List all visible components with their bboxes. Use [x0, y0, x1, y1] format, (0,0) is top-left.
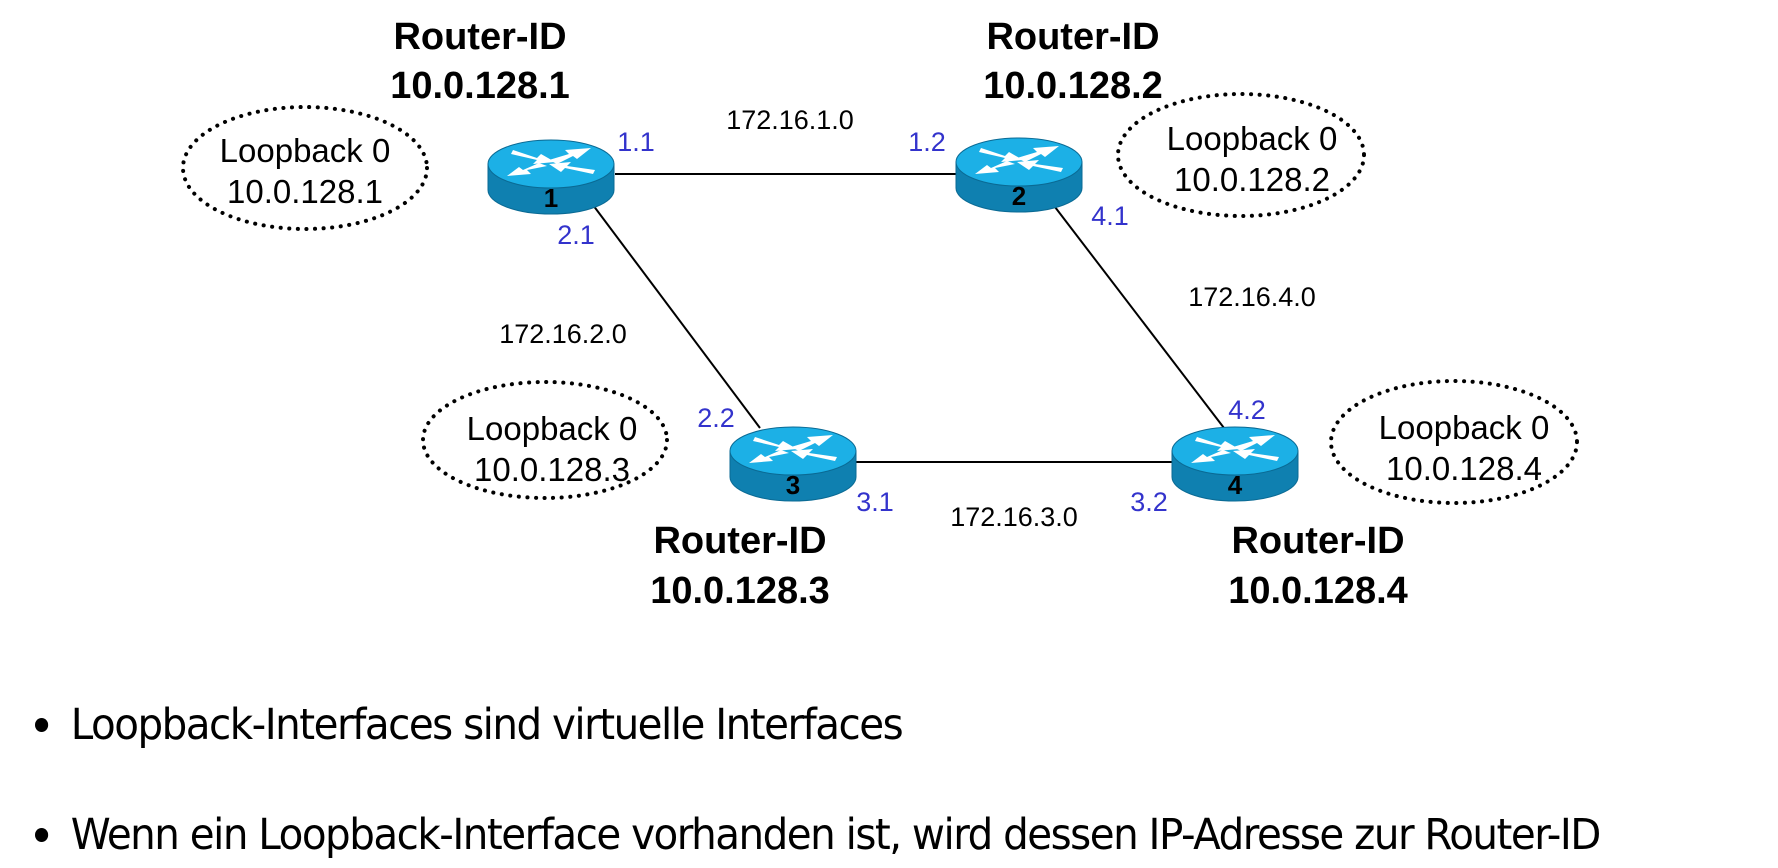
- router-number: 4: [1228, 470, 1243, 500]
- link-1-3: [592, 204, 761, 429]
- router-number: 2: [1012, 181, 1026, 211]
- interface-label-4-1: 4.1: [1091, 201, 1129, 231]
- interface-label-2-2: 2.2: [697, 403, 735, 433]
- interface-label-3-1: 3.1: [856, 487, 894, 517]
- router-number: 3: [786, 470, 800, 500]
- interface-label-3-2: 3.2: [1130, 487, 1168, 517]
- network-label-4: 172.16.4.0: [1188, 282, 1316, 312]
- router-2[interactable]: 2: [955, 137, 1083, 213]
- router-id-label-4: Router-ID: [1231, 520, 1404, 562]
- bullet-icon: [35, 827, 49, 842]
- bullet-icon: [35, 717, 49, 732]
- bullet-item: Loopback-Interfaces sind virtuelle Inter…: [35, 700, 904, 750]
- loopback-name-3: Loopback 0: [467, 410, 638, 447]
- loopback-ip-2: 10.0.128.2: [1174, 161, 1330, 198]
- loopback-name-1: Loopback 0: [220, 132, 391, 169]
- network-label-1: 172.16.1.0: [726, 105, 854, 135]
- network-label-2: 172.16.2.0: [499, 319, 627, 349]
- router-id-value-3: 10.0.128.3: [650, 570, 830, 612]
- network-diagram: 1 2 3 4 Router-ID 10.0.128.1 Router-ID 1…: [181, 16, 1579, 612]
- interface-label-2-1: 2.1: [557, 220, 595, 250]
- loopback-bubble-3: [421, 380, 669, 500]
- network-label-3: 172.16.3.0: [950, 502, 1078, 532]
- router-id-label-3: Router-ID: [653, 520, 826, 562]
- router-4[interactable]: 4: [1171, 426, 1299, 502]
- loopback-name-4: Loopback 0: [1379, 409, 1550, 446]
- loopback-bubble-4: [1329, 379, 1579, 505]
- router-id-label-2: Router-ID: [986, 16, 1159, 58]
- bullet-text: Wenn ein Loopback-Interface vorhanden is…: [70, 810, 1602, 860]
- loopback-bubble-2: [1116, 92, 1366, 218]
- interface-label-1-2: 1.2: [908, 127, 946, 157]
- router-id-label-1: Router-ID: [393, 16, 566, 58]
- loopback-ip-4: 10.0.128.4: [1386, 450, 1542, 487]
- loopback-name-2: Loopback 0: [1167, 120, 1338, 157]
- router-number: 1: [544, 183, 558, 213]
- router-id-value-4: 10.0.128.4: [1228, 570, 1408, 612]
- router-id-value-2: 10.0.128.2: [983, 65, 1163, 107]
- link-2-4: [1054, 206, 1225, 429]
- interface-label-1-1: 1.1: [617, 127, 655, 157]
- loopback-bubble-1: [181, 105, 429, 231]
- loopback-ip-1: 10.0.128.1: [227, 173, 383, 210]
- router-id-value-1: 10.0.128.1: [390, 65, 570, 107]
- bullet-text: Loopback-Interfaces sind virtuelle Inter…: [70, 700, 904, 750]
- loopback-ip-3: 10.0.128.3: [474, 451, 630, 488]
- bullet-item: Wenn ein Loopback-Interface vorhanden is…: [35, 810, 1602, 860]
- router-1[interactable]: 1: [487, 139, 615, 215]
- router-3[interactable]: 3: [729, 426, 857, 502]
- interface-label-4-2: 4.2: [1228, 395, 1266, 425]
